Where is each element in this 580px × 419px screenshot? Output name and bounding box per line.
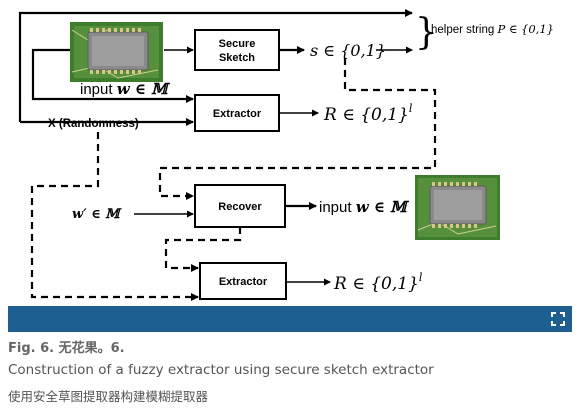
expand-icon[interactable] [550, 311, 566, 327]
extractor-bottom-output-label: R ∈ {0,1}l [333, 271, 423, 294]
randomness-to-extractor-bottom-dashed [30, 132, 199, 301]
chip-image-bottom [415, 175, 500, 240]
recover-box [194, 184, 286, 228]
figure-label: Fig. 6. 无花果。6. [8, 341, 125, 356]
figure-toolbar [8, 306, 572, 332]
input-w-top-label: input w ∈ 𝕄 [80, 80, 171, 98]
wprime-label: w′ ∈ 𝕄 [72, 207, 122, 222]
secure-sketch-label-2: Sketch [219, 52, 255, 64]
recover-label: Recover [218, 201, 262, 213]
secure-sketch-box [194, 29, 280, 71]
caption-english: Construction of a fuzzy extractor using … [8, 362, 434, 378]
extractor-bottom-box [199, 262, 287, 300]
recover-output-label: input w ∈ 𝕄 [319, 198, 410, 216]
randomness-label: X (Randomness) [48, 118, 139, 130]
secure-sketch-label-1: Secure [219, 38, 256, 50]
recover-to-extractor-bottom-dashed [164, 227, 242, 272]
figure-frame: Secure Sketch Extractor Recover Extracto… [8, 0, 572, 332]
sketch-output-label: s ∈ {0,1} [310, 41, 386, 60]
figure-caption: Fig. 6. 无花果。6. Construction of a fuzzy e… [8, 340, 572, 407]
chip-image-top [70, 22, 163, 82]
extractor-top-label: Extractor [213, 108, 262, 120]
extractor-top-output-label: R ∈ {0,1}l [323, 102, 413, 125]
fuzzy-extractor-diagram: Secure Sketch Extractor Recover Extracto… [18, 9, 554, 301]
w-to-helper-line [18, 9, 413, 122]
helper-string-text: helper string P ∈ {0,1} [431, 22, 554, 36]
w-to-extractor-line [31, 48, 194, 103]
caption-chinese: 使用安全草图提取器构建模糊提取器 [8, 389, 209, 404]
extractor-bottom-label: Extractor [219, 276, 268, 288]
helper-brace: } [415, 12, 438, 53]
